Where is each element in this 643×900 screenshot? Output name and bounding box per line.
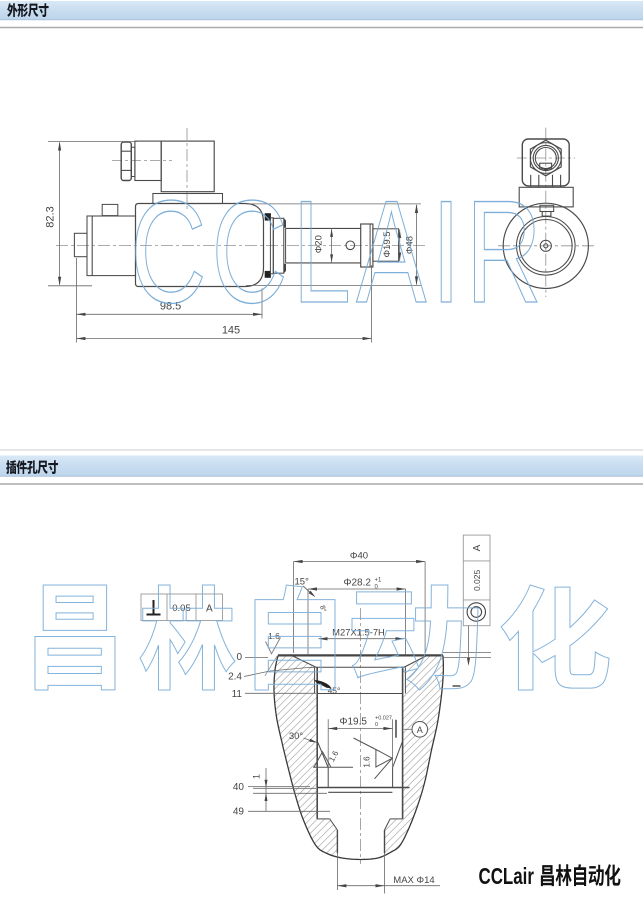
svg-text:CCLAIR: CCLAIR bbox=[130, 170, 547, 333]
svg-text:30°: 30° bbox=[289, 731, 304, 742]
svg-text:145: 145 bbox=[222, 324, 240, 336]
svg-text:A: A bbox=[472, 544, 483, 551]
svg-text:Φ28.2: Φ28.2 bbox=[344, 578, 372, 589]
svg-text:11: 11 bbox=[232, 689, 243, 700]
svg-text:CCLair: CCLair bbox=[479, 863, 534, 889]
svg-text:M27X1.5-7H: M27X1.5-7H bbox=[332, 626, 385, 637]
svg-text:0: 0 bbox=[375, 585, 379, 591]
svg-text:0.025: 0.025 bbox=[472, 569, 482, 591]
svg-text:40: 40 bbox=[233, 782, 245, 793]
svg-text:1.6: 1.6 bbox=[363, 756, 372, 768]
svg-text:8°: 8° bbox=[318, 604, 328, 613]
svg-text:0: 0 bbox=[236, 652, 242, 663]
svg-text:1: 1 bbox=[252, 774, 262, 779]
svg-text:15°: 15° bbox=[295, 577, 310, 588]
svg-text:1.6: 1.6 bbox=[327, 749, 340, 764]
svg-text:Φ20: Φ20 bbox=[313, 235, 324, 253]
svg-text:45°: 45° bbox=[328, 686, 341, 696]
svg-text:Φ40: Φ40 bbox=[350, 551, 368, 562]
svg-text:+1: +1 bbox=[375, 578, 383, 584]
svg-text:Φ48: Φ48 bbox=[405, 236, 416, 254]
svg-text:49: 49 bbox=[233, 807, 245, 818]
svg-text:Φ19.5: Φ19.5 bbox=[340, 717, 368, 728]
svg-text:98.5: 98.5 bbox=[160, 301, 181, 313]
svg-text:+0.027: +0.027 bbox=[375, 716, 392, 722]
svg-text:A: A bbox=[417, 725, 423, 735]
svg-text:2.4: 2.4 bbox=[228, 672, 242, 683]
svg-text:82.3: 82.3 bbox=[45, 206, 57, 227]
svg-text:Φ19.5: Φ19.5 bbox=[382, 231, 393, 257]
svg-text:0: 0 bbox=[375, 722, 378, 728]
svg-text:A: A bbox=[206, 604, 213, 615]
svg-text:MAX Φ14: MAX Φ14 bbox=[393, 875, 434, 886]
